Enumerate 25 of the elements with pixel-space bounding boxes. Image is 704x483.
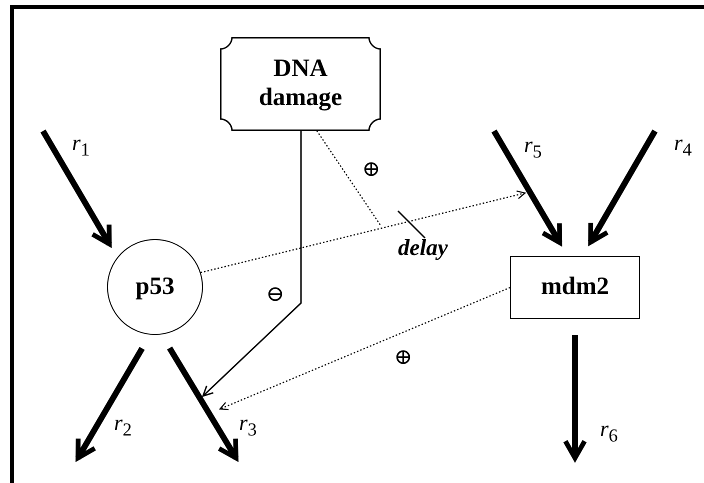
arrow (40, 129, 112, 246)
arrow (200, 190, 526, 274)
edge-label: ⊖ (266, 283, 284, 305)
notched-box (220, 37, 381, 131)
edge-label: r$_{3}$ (239, 412, 257, 439)
edge-label: ⊕ (394, 346, 412, 368)
arrow (219, 286, 510, 410)
edge-label: ⊕ (362, 158, 380, 180)
node-label: p53 (136, 272, 174, 302)
node-label: DNA damage (258, 55, 344, 113)
process-box (510, 256, 640, 319)
edge-label: r$_{1}$ (72, 132, 90, 159)
edge-label: r$_{6}$ (600, 418, 618, 445)
node-label: mdm2 (540, 273, 610, 302)
edge-label: delay (398, 236, 448, 259)
arrow (563, 335, 587, 460)
arrow (75, 346, 145, 460)
arrow (588, 130, 658, 245)
arrow (491, 129, 562, 245)
edge-label: r$_{5}$ (524, 134, 542, 161)
edge-label: r$_{2}$ (114, 412, 132, 439)
arrow (167, 346, 239, 460)
arrow (202, 131, 302, 397)
edge-label: r$_{4}$ (674, 132, 692, 159)
connector-line (316, 130, 382, 226)
